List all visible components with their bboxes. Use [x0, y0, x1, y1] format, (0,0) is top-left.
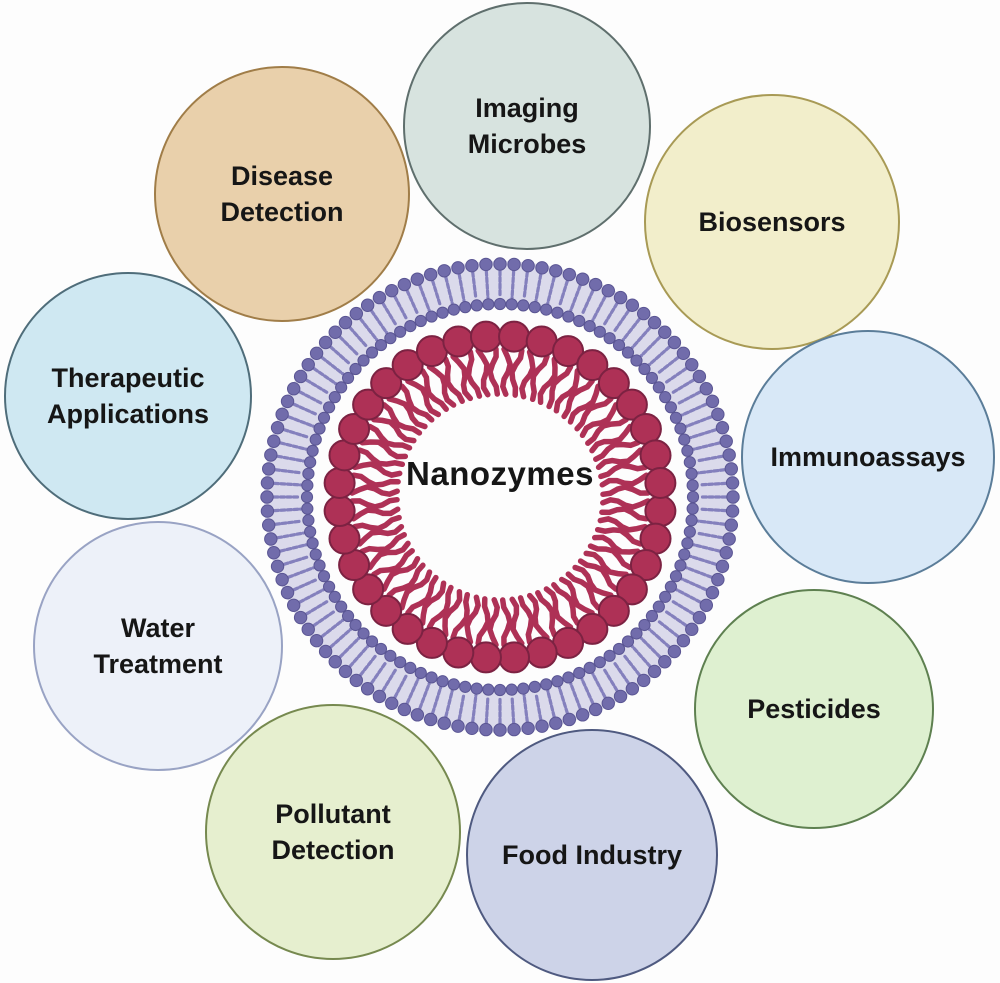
node-circle-biosensors: Biosensors [644, 94, 900, 350]
node-label: Imaging Microbes [467, 92, 587, 159]
node-circle-therapeutic-applications: Therapeutic Applications [4, 272, 252, 520]
node-circle-pesticides: Pesticides [694, 589, 934, 829]
node-label: Food Industry [502, 839, 682, 870]
node-circle-food-industry: Food Industry [466, 729, 718, 981]
center-label: Nanozymes [406, 455, 594, 492]
node-label: Biosensors [698, 206, 846, 237]
node-label: Pesticides [747, 693, 881, 724]
node-label: Pollutant Detection [271, 798, 395, 865]
node-circle-pollutant-detection: Pollutant Detection [205, 704, 461, 960]
node-label: Immunoassays [770, 441, 966, 472]
node-label: Water Treatment [93, 612, 223, 679]
node-circle-water-treatment: Water Treatment [33, 521, 283, 771]
node-circle-imaging-microbes: Imaging Microbes [403, 2, 651, 250]
node-label: Disease Detection [220, 160, 344, 227]
node-circle-disease-detection: Disease Detection [154, 66, 410, 322]
node-circle-immunoassays: Immunoassays [741, 330, 995, 584]
node-label: Therapeutic Applications [46, 362, 209, 429]
